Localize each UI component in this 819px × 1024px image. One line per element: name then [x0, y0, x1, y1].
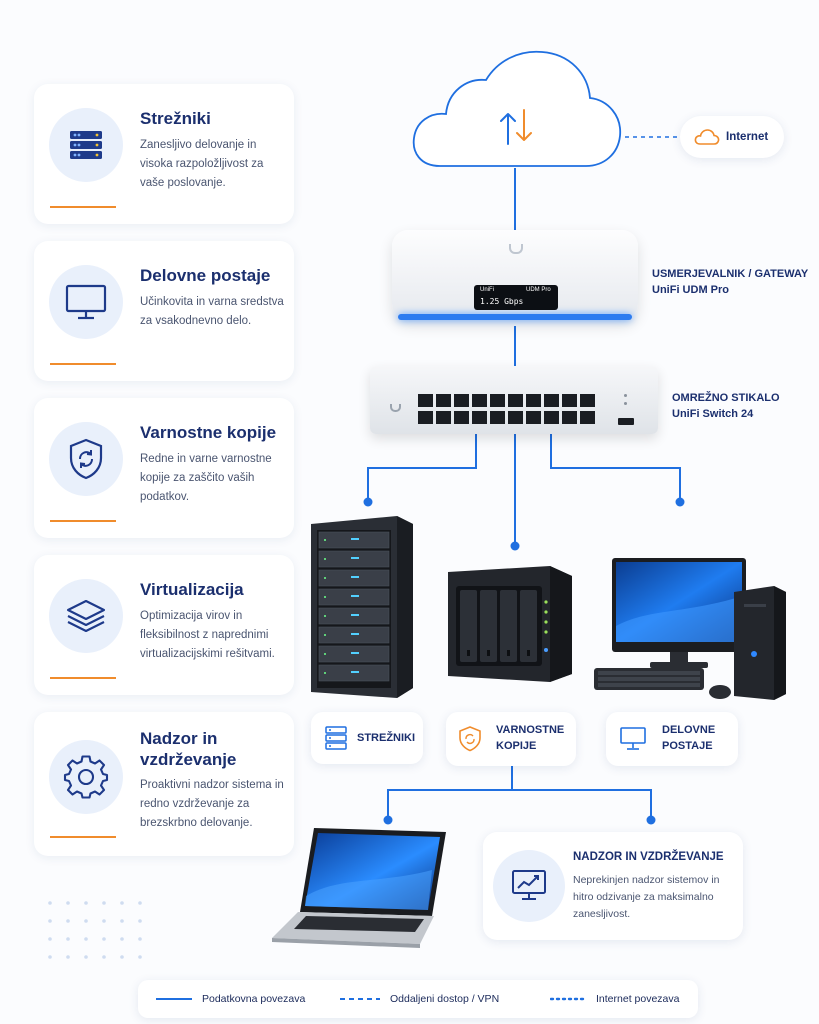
legend-dashed-label: Oddaljeni dostop / VPN — [390, 993, 500, 1005]
backups-pill: VARNOSTNE KOPIJE — [446, 712, 576, 766]
layers-icon — [49, 579, 123, 653]
monitoring-description: Neprekinjen nadzor sistemov in hitro odz… — [573, 874, 720, 920]
legend-dashed-line — [340, 998, 380, 1000]
gateway-screen: UniFi UDM Pro 1.25 Gbps — [474, 285, 558, 310]
switch-label: OMREŽNO STIKALO UniFi Switch 24 — [672, 392, 780, 420]
gateway-device: UniFi UDM Pro 1.25 Gbps — [392, 230, 638, 326]
server-rack-image — [311, 516, 413, 698]
card-underline — [50, 836, 116, 838]
server-icon — [325, 726, 347, 750]
servers-pill: STREŽNIKI — [311, 712, 423, 764]
workstations-label-line2: POSTAJE — [662, 740, 713, 752]
shield-backup-icon — [459, 726, 481, 752]
card-title: Strežniki — [140, 109, 211, 128]
card-title: Varnostne kopije — [140, 423, 277, 442]
card-servers: Strežniki Zanesljivo delovanje in visoka… — [34, 84, 294, 224]
monitor-icon — [620, 727, 646, 750]
card-underline — [50, 677, 116, 679]
card-backups: Varnostne kopije Redne in varne varnostn… — [34, 398, 294, 538]
card-title: Delovne postaje — [140, 266, 271, 285]
ubiquiti-logo — [509, 244, 523, 254]
cloud-small-icon — [694, 129, 720, 145]
monitoring-title: NADZOR IN VZDRŽEVANJE — [573, 851, 724, 863]
card-description: Redne in varne varnostne kopije za zašči… — [140, 453, 272, 503]
card-underline — [50, 206, 116, 208]
monitoring-card: NADZOR IN VZDRŽEVANJE Neprekinjen nadzor… — [483, 832, 743, 940]
switch-device — [370, 366, 658, 434]
switch-ports — [418, 394, 595, 424]
monitoring-icon-circle — [493, 850, 565, 922]
chart-monitor-icon — [512, 870, 546, 900]
internet-label: Internet — [726, 131, 769, 143]
gear-icon — [49, 740, 123, 814]
card-underline — [50, 520, 116, 522]
server-icon — [49, 108, 123, 182]
laptop-image — [272, 828, 446, 948]
legend: Podatkovna povezava Oddaljeni dostop / V… — [138, 980, 698, 1018]
shield-backup-icon — [49, 422, 123, 496]
legend-dotted-label: Internet povezava — [596, 993, 680, 1005]
gateway-label: USMERJEVALNIK / GATEWAY UniFi UDM Pro — [652, 268, 809, 296]
backups-label-line1: VARNOSTNE — [496, 724, 565, 736]
servers-label: STREŽNIKI — [357, 732, 416, 744]
cloud-icon — [412, 50, 621, 167]
legend-solid-label: Podatkovna povezava — [202, 993, 306, 1005]
card-title: Virtualizacija — [140, 580, 244, 599]
workstations-label-line1: DELOVNE — [662, 724, 716, 736]
monitor-icon — [49, 265, 123, 339]
backups-label-line2: KOPIJE — [496, 740, 537, 752]
legend-dotted-line — [550, 997, 586, 1001]
card-description: Zanesljivo delovanje in visoka razpoložl… — [140, 139, 264, 189]
card-description: Optimizacija virov in fleksibilnost z na… — [140, 610, 275, 660]
card-virtualization: Virtualizacija Optimizacija virov in fle… — [34, 555, 294, 695]
nas-device-image — [448, 566, 572, 682]
workstations-pill: DELOVNE POSTAJE — [606, 712, 738, 766]
internet-pill: Internet — [680, 116, 784, 158]
card-title: Nadzor in vzdrževanje — [140, 729, 237, 769]
card-description: Učinkovita in varna sredstva za vsakodne… — [140, 296, 284, 327]
legend-solid-line — [156, 998, 192, 1000]
background-dots — [48, 901, 142, 959]
card-maintenance: Nadzor in vzdrževanje Proaktivni nadzor … — [34, 712, 294, 856]
card-description: Proaktivni nadzor sistema in redno vzdrž… — [140, 779, 284, 829]
workstation-image — [594, 558, 786, 700]
ubiquiti-logo — [390, 404, 401, 412]
card-underline — [50, 363, 116, 365]
card-workstations: Delovne postaje Učinkovita in varna sred… — [34, 241, 294, 381]
